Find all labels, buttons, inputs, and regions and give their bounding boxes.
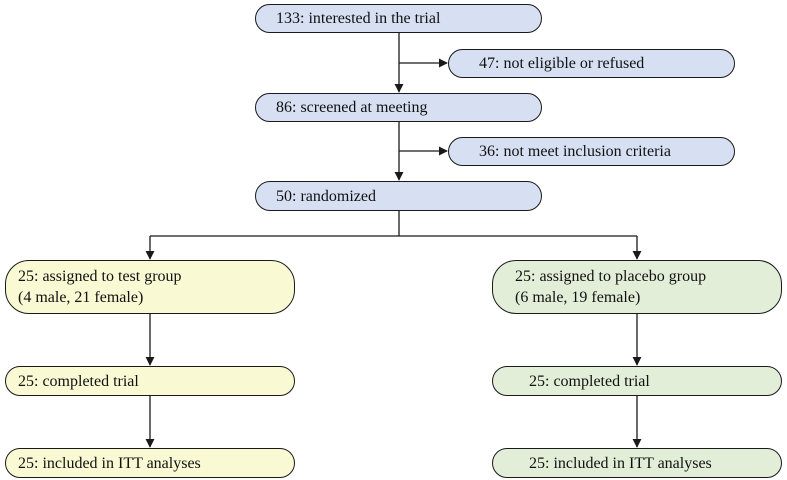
test-itt-label: 25: included in ITT analyses [18, 454, 201, 472]
screened-box: 86: screened at meeting [255, 93, 542, 122]
interested-label: 133: interested in the trial [276, 10, 441, 27]
placebo-itt-box: 25: included in ITT analyses [492, 448, 782, 478]
test-group-assigned-box: 25: assigned to test group (4 male, 21 f… [5, 260, 295, 314]
placebo-completed-box: 25: completed trial [492, 366, 782, 396]
placebo-assigned-label: 25: assigned to placebo group [515, 268, 707, 285]
placebo-itt-label: 25: included in ITT analyses [529, 454, 712, 472]
test-completed-label: 25: completed trial [18, 372, 139, 390]
placebo-group-assigned-box: 25: assigned to placebo group (6 male, 1… [492, 260, 782, 314]
not-meet-criteria-label: 36: not meet inclusion criteria [479, 143, 671, 160]
not-eligible-label: 47: not eligible or refused [479, 55, 645, 72]
randomized-box: 50: randomized [255, 181, 542, 211]
placebo-completed-label: 25: completed trial [529, 372, 650, 390]
not-eligible-box: 47: not eligible or refused [448, 49, 735, 78]
interested-box: 133: interested in the trial [255, 4, 542, 33]
randomized-label: 50: randomized [276, 187, 376, 205]
not-meet-criteria-box: 36: not meet inclusion criteria [448, 137, 735, 166]
placebo-assigned-detail: (6 male, 19 female) [515, 289, 641, 306]
test-itt-box: 25: included in ITT analyses [5, 448, 295, 478]
screened-label: 86: screened at meeting [276, 99, 428, 116]
test-assigned-label: 25: assigned to test group [18, 268, 182, 285]
test-completed-box: 25: completed trial [5, 366, 295, 396]
test-assigned-detail: (4 male, 21 female) [18, 289, 144, 306]
